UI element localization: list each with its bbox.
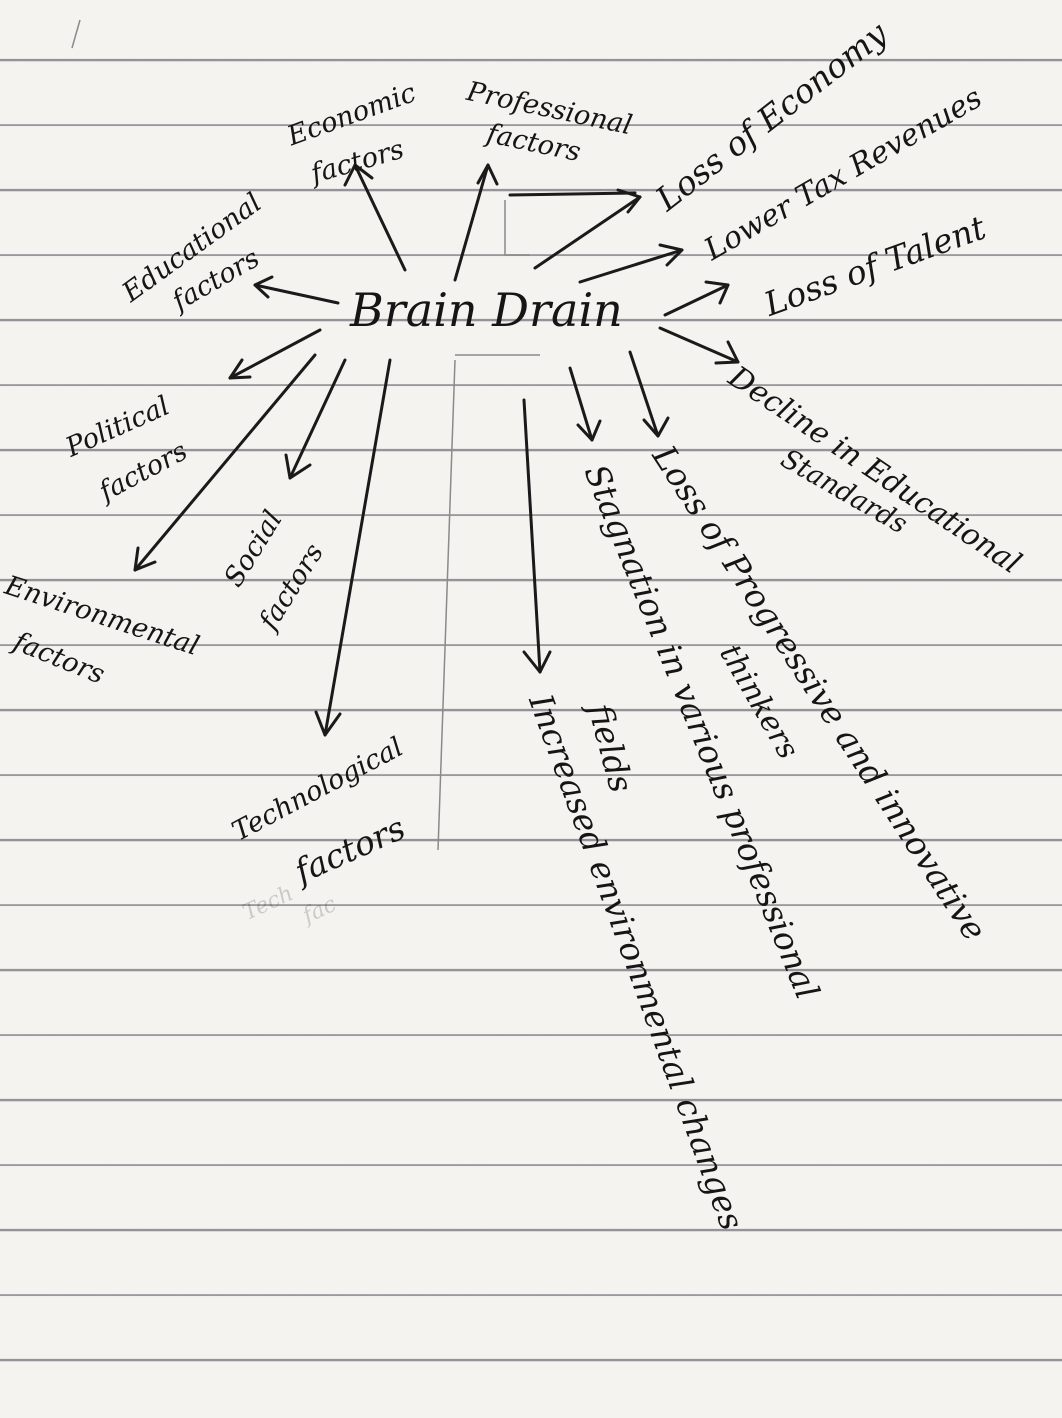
stray-mark [71,19,81,49]
center-node: Brain Drain [350,283,623,337]
arrow-to-social [284,358,347,480]
arrow-to-environmental-changes [522,398,552,674]
arrow-to-loss-of-talent [663,280,730,317]
arrow-to-economic [343,163,407,272]
arrow-to-stagnation [568,366,602,442]
arrow-to-decline-education [658,326,740,365]
arrow-to-technological [314,358,392,737]
stray-mark [437,359,456,851]
arrow-to-loss-of-economy [508,188,642,270]
arrow-to-lower-tax [578,243,684,284]
arrow-to-loss-of-thinkers [628,350,670,438]
stray-mark [504,200,530,256]
arrow-to-professional [453,163,499,282]
arrow-to-political [228,328,322,380]
arrow-to-educational [253,275,340,305]
arrow-to-environmental [133,353,317,572]
